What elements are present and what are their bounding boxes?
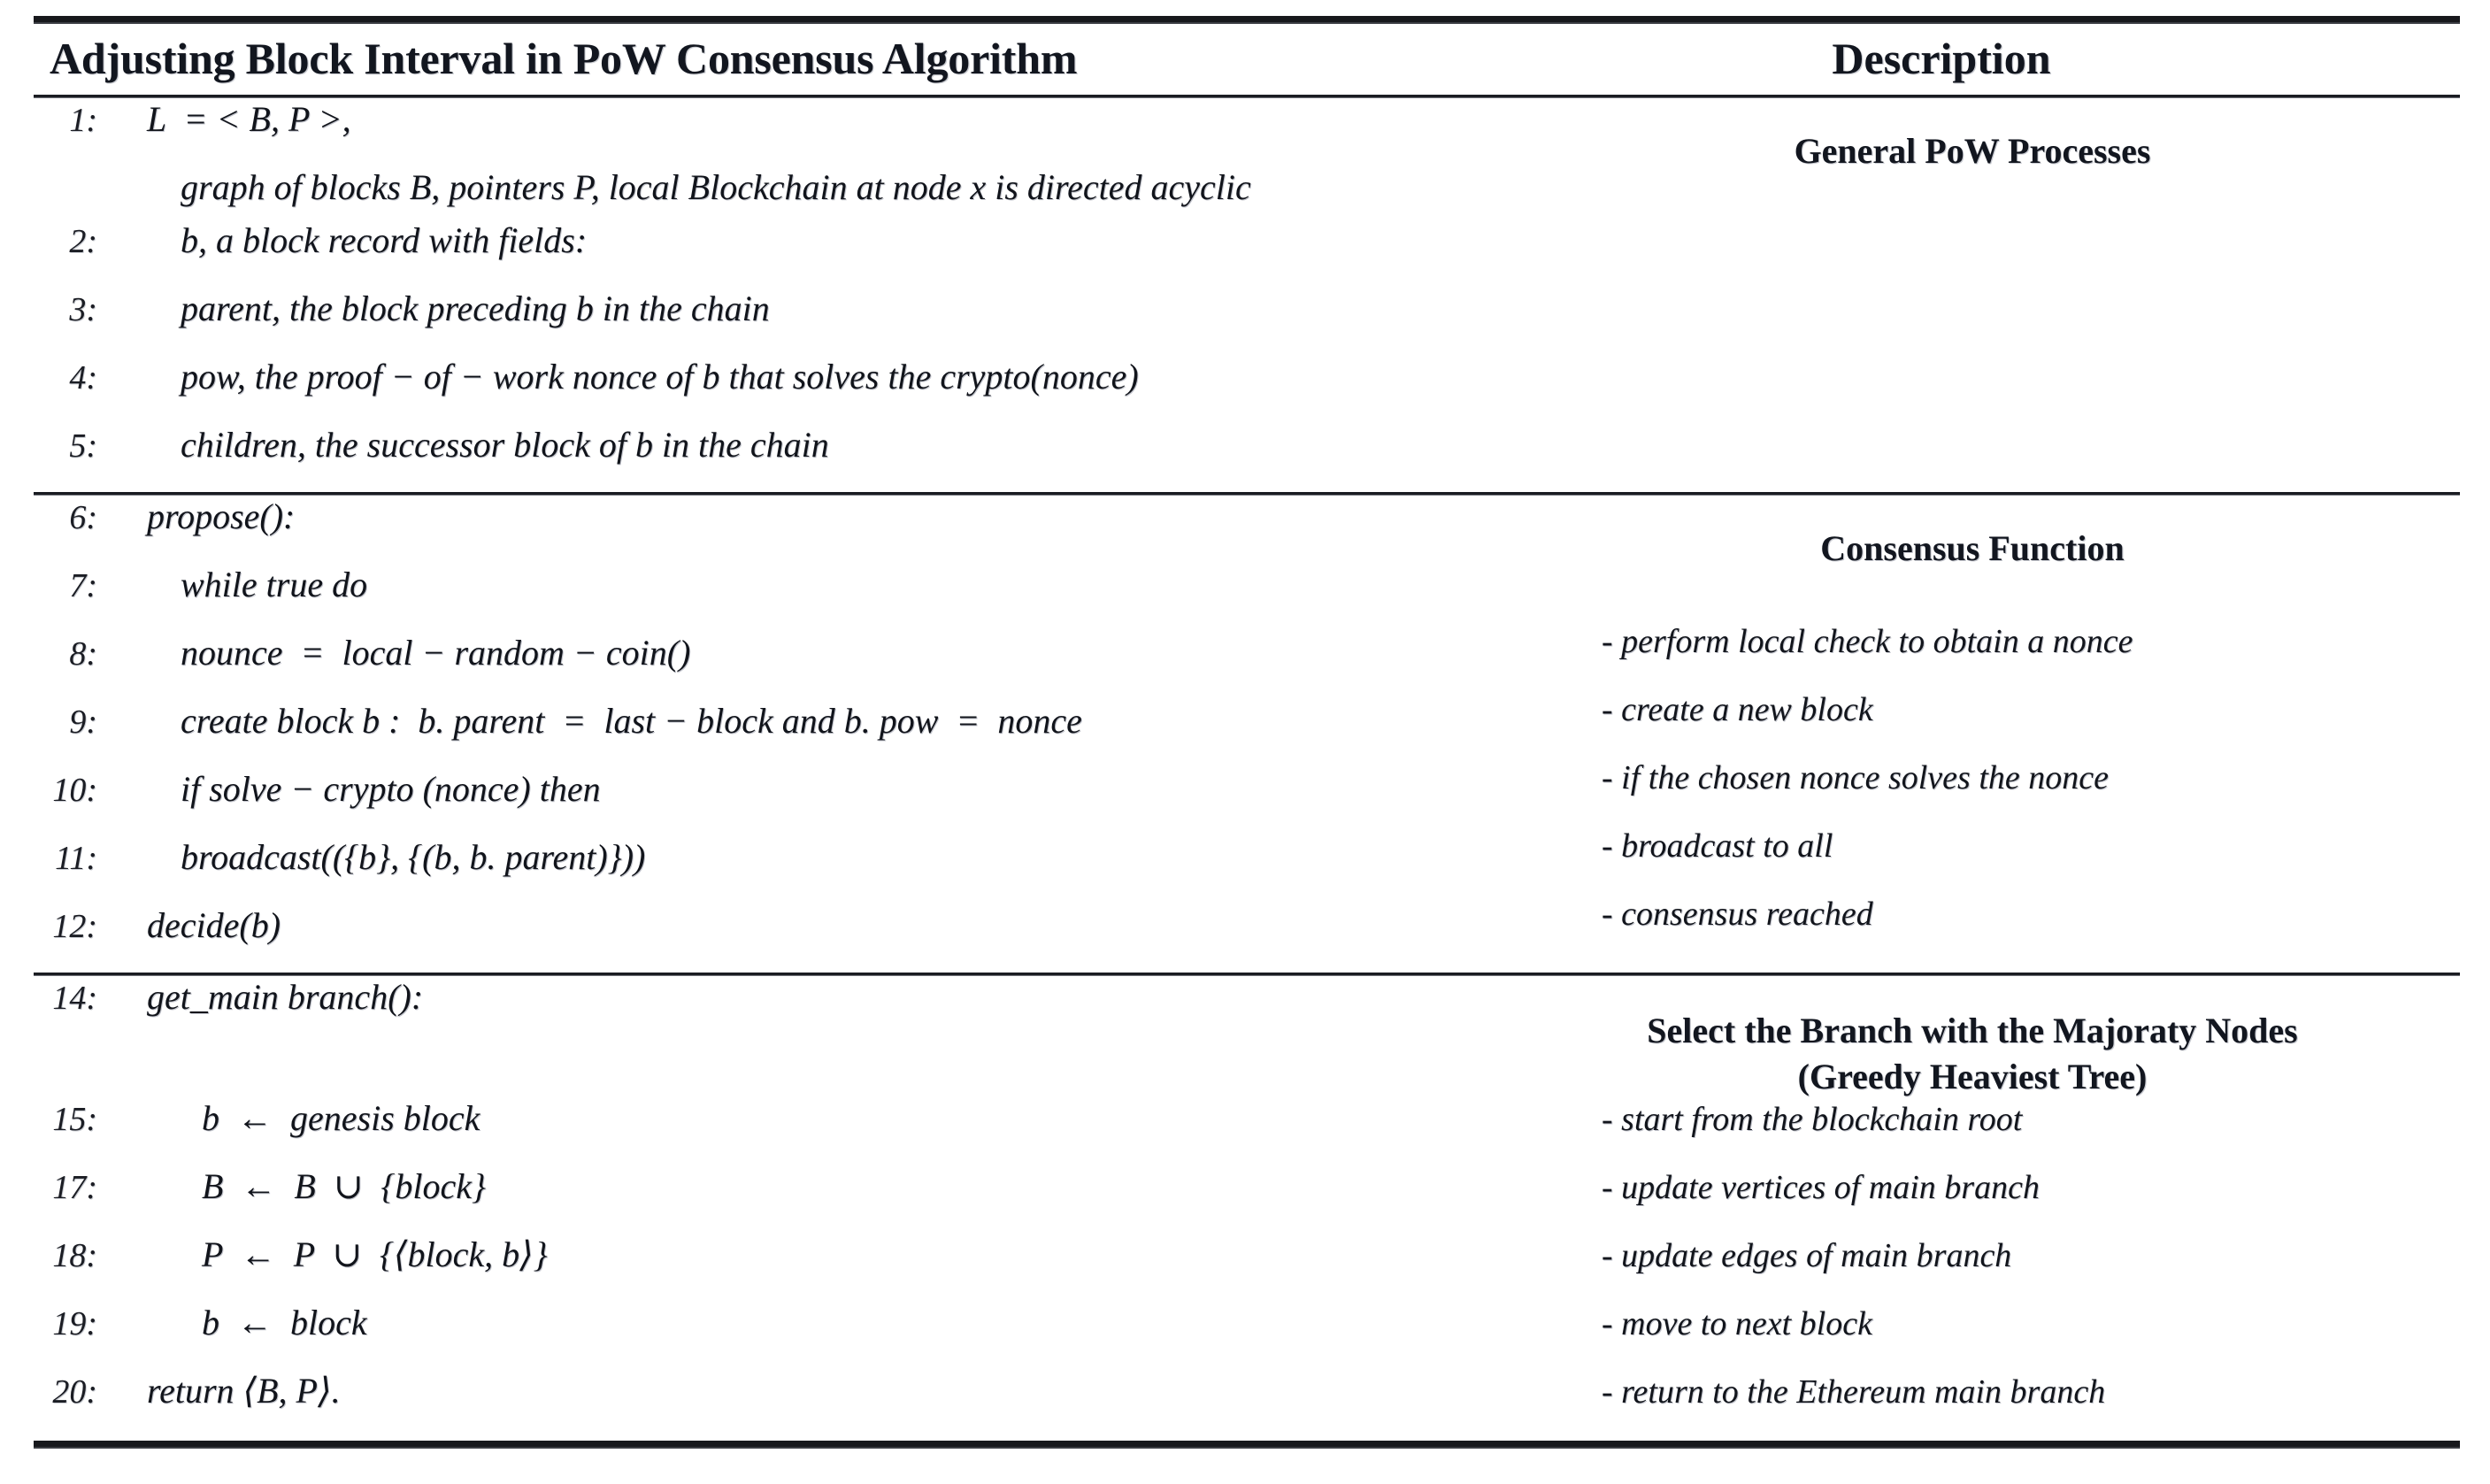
code-row: 5: children, the successor block of b in… <box>34 424 1538 492</box>
code-row: 7: while true do <box>34 564 1538 632</box>
description-text: - start from the blockchain root <box>1602 1101 2023 1138</box>
code-text: create block b : b. parent = last − bloc… <box>181 701 1082 741</box>
code-text: b ← block <box>202 1303 367 1342</box>
code-text-continuation: graph of blocks B, pointers P, local Blo… <box>181 167 1251 207</box>
header-separator <box>34 95 2460 98</box>
description-text: - create a new block <box>1602 691 1873 728</box>
line-number: 20: <box>52 1373 97 1411</box>
code-text: get_main branch(): <box>147 977 424 1017</box>
code-text: L = < B, P >, <box>147 99 351 139</box>
code-text: broadcast(({b}, {(b, b. parent)})) <box>181 837 646 877</box>
code-row: 19: b ← block <box>34 1302 1538 1370</box>
section-select-main-branch: 14: get_main branch(): 15: b ← genesis b… <box>34 976 2460 1441</box>
description-text: - update edges of main branch <box>1602 1237 2012 1274</box>
line-number: 18: <box>52 1237 97 1274</box>
table-header-row: Adjusting Block Interval in PoW Consensu… <box>34 24 2460 95</box>
description-text: - if the chosen nonce solves the nonce <box>1602 759 2109 796</box>
line-number: 11: <box>55 840 97 877</box>
line-number: 8: <box>69 635 97 673</box>
line-number: 12: <box>52 908 97 945</box>
code-text: P ← P ∪ {⟨block, b⟩} <box>202 1234 548 1274</box>
line-number: 17: <box>52 1169 97 1206</box>
section-description-title: Select the Branch with the Majoraty Node… <box>1647 1011 2298 1050</box>
description-text: - broadcast to all <box>1602 827 1833 865</box>
code-row: 1: L = < B, P >, <box>34 98 1538 166</box>
description-column-1: General PoW Processes <box>1538 98 2460 172</box>
code-row: 11: broadcast(({b}, {(b, b. parent)})) <box>34 836 1538 904</box>
code-text: B ← B ∪ {block} <box>202 1166 486 1206</box>
table-bottom-border <box>34 1441 2460 1449</box>
code-text: pow, the proof − of − work nonce of b th… <box>181 357 1139 396</box>
code-row: 3: parent, the block preceding b in the … <box>34 288 1538 356</box>
code-text: nounce = local − random − coin() <box>181 633 691 673</box>
section-description-title: General PoW Processes <box>1794 131 2151 171</box>
line-number: 5: <box>69 427 97 465</box>
algorithm-table: Adjusting Block Interval in PoW Consensu… <box>34 16 2460 1449</box>
line-number: 2: <box>69 223 97 260</box>
line-number: 3: <box>69 291 97 328</box>
code-text: while true do <box>181 565 368 604</box>
algorithm-title: Adjusting Block Interval in PoW Consensu… <box>50 34 1078 83</box>
code-text: b ← genesis block <box>202 1098 480 1138</box>
code-column-2: 6: propose(): 7: while true do 8: nounce… <box>34 496 1538 973</box>
table-top-border <box>34 16 2460 24</box>
section-consensus-function: 6: propose(): 7: while true do 8: nounce… <box>34 496 2460 973</box>
line-number: 7: <box>69 567 97 604</box>
code-row: 12: decide(b) <box>34 904 1538 973</box>
line-number: 1: <box>69 102 97 139</box>
code-text: children, the successor block of b in th… <box>181 425 829 465</box>
code-row: 17: B ← B ∪ {block} <box>34 1165 1538 1234</box>
section-description-title: Consensus Function <box>1820 528 2125 568</box>
code-row: 6: propose(): <box>34 496 1538 564</box>
description-text: - move to next block <box>1602 1305 1872 1342</box>
section-description-title-line2: (Greedy Heaviest Tree) <box>1797 1057 2148 1096</box>
code-row-continuation: graph of blocks B, pointers P, local Blo… <box>34 166 1538 219</box>
description-text: - perform local check to obtain a nonce <box>1602 623 2133 660</box>
code-row: 14: get_main branch(): <box>34 976 1538 1044</box>
code-row: 4: pow, the proof − of − work nonce of b… <box>34 356 1538 424</box>
code-text: propose(): <box>147 496 296 536</box>
line-number: 6: <box>69 499 97 536</box>
code-text: b, a block record with fields: <box>181 220 588 260</box>
line-number: 19: <box>52 1305 97 1342</box>
section-general-pow-processes: 1: L = < B, P >, graph of blocks B, poin… <box>34 98 2460 492</box>
code-row: 20: return ⟨B, P⟩. <box>34 1370 1538 1438</box>
section-separator-1 <box>34 492 2460 496</box>
description-text: - consensus reached <box>1602 896 1873 933</box>
description-text: - return to the Ethereum main branch <box>1602 1373 2106 1411</box>
code-text: decide(b) <box>147 905 281 945</box>
description-column-header: Description <box>1832 34 2051 83</box>
code-column-3: 14: get_main branch(): 15: b ← genesis b… <box>34 976 1538 1438</box>
description-column-3: Select the Branch with the Majoraty Node… <box>1538 976 2460 1441</box>
code-row: 10: if solve − crypto (nonce) then <box>34 768 1538 836</box>
code-row: 18: P ← P ∪ {⟨block, b⟩} <box>34 1234 1538 1302</box>
line-number: 10: <box>52 772 97 809</box>
line-number: 15: <box>52 1101 97 1138</box>
code-row: 2: b, a block record with fields: <box>34 219 1538 288</box>
code-text: return ⟨B, P⟩. <box>147 1371 341 1411</box>
description-column-2: Consensus Function - perform local check… <box>1538 496 2460 963</box>
line-number: 4: <box>69 359 97 396</box>
section-separator-2 <box>34 973 2460 976</box>
line-number: 9: <box>69 704 97 741</box>
line-number: 14: <box>52 980 97 1017</box>
code-column-1: 1: L = < B, P >, graph of blocks B, poin… <box>34 98 1538 492</box>
description-text: - update vertices of main branch <box>1602 1169 2040 1206</box>
code-text: parent, the block preceding b in the cha… <box>181 288 770 328</box>
code-text: if solve − crypto (nonce) then <box>181 769 601 809</box>
code-row: 9: create block b : b. parent = last − b… <box>34 700 1538 768</box>
code-row: 8: nounce = local − random − coin() <box>34 632 1538 700</box>
code-row: 15: b ← genesis block <box>34 1097 1538 1165</box>
